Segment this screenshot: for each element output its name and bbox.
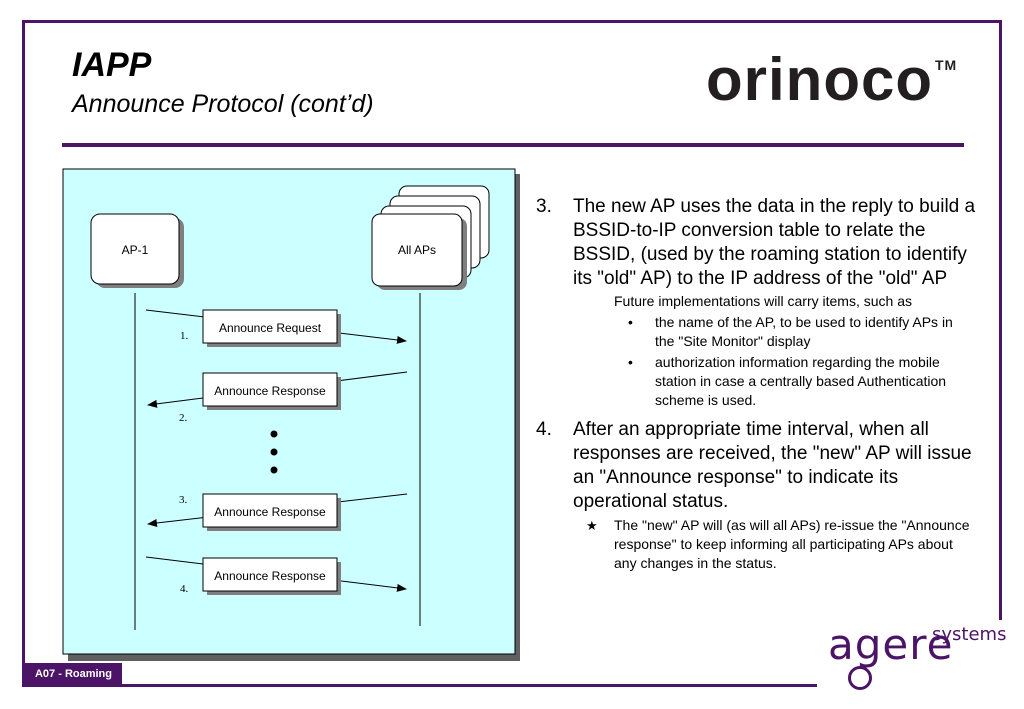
frame-right (999, 20, 1002, 620)
agere-loop-icon (848, 666, 872, 690)
all-aps-box (371, 213, 463, 287)
all-aps-label: All APs (398, 243, 436, 257)
star-item-text: The "new" AP will (as will all APs) re-i… (614, 517, 970, 571)
star-bullet-icon: ★ (586, 518, 598, 533)
frame-bottom (22, 684, 817, 687)
footer-section-tag: A07 - Roaming (25, 663, 122, 685)
step-3: 3. The new AP uses the data in the reply… (536, 195, 976, 291)
logo-text: orinoco (706, 46, 933, 113)
step-3-bullet-2: • authorization information regarding th… (628, 353, 976, 410)
msg3-num: 3. (179, 494, 188, 506)
msg4-num: 4. (180, 583, 189, 595)
logo-trademark: TM (935, 57, 958, 73)
msg2-label: Announce Response (214, 384, 326, 398)
slide-subtitle: Announce Protocol (cont’d) (72, 90, 374, 118)
frame-top (22, 20, 1002, 23)
step-4-number: 4. (536, 419, 552, 440)
protocol-diagram: AP-1 All APs Announce Request 1. Announc… (62, 168, 520, 661)
step-3-number: 3. (536, 196, 552, 217)
bullet-1-text: the name of the AP, to be used to identi… (655, 314, 953, 349)
slide-content: 3. The new AP uses the data in the reply… (536, 195, 976, 573)
msg2-num: 2. (179, 412, 188, 424)
msg2-box (202, 372, 338, 407)
agere-systems-logo: agere systems (828, 620, 1006, 690)
ap1-label: AP-1 (122, 243, 149, 257)
bullet-dot-icon: • (628, 354, 633, 370)
step-3-note: Future implementations will carry items,… (614, 293, 912, 309)
step-4-star-item: ★ The "new" AP will (as will all APs) re… (586, 516, 976, 573)
msg1-num: 1. (180, 330, 189, 342)
agere-wordmark: agere (828, 620, 954, 669)
ap1-box (90, 213, 180, 285)
msg4-label: Announce Response (214, 569, 326, 583)
msg3-label: Announce Response (214, 505, 326, 519)
step-3-text: The new AP uses the data in the reply to… (573, 196, 976, 289)
bullet-dot-icon: • (628, 314, 633, 330)
msg3-box (202, 493, 338, 528)
slide-title: IAPP (72, 46, 152, 84)
step-3-bullet-1: • the name of the AP, to be used to iden… (628, 313, 976, 351)
title-rule (62, 143, 964, 147)
msg1-label: Announce Request (219, 321, 322, 335)
bullet-2-text: authorization information regarding the … (655, 354, 947, 408)
agere-systems-text: systems (932, 624, 1007, 645)
msg1-box (202, 309, 338, 344)
frame-left (22, 20, 25, 685)
step-4: 4. After an appropriate time interval, w… (536, 418, 976, 514)
step-4-text: After an appropriate time interval, when… (573, 419, 972, 512)
msg4-box (202, 557, 338, 592)
